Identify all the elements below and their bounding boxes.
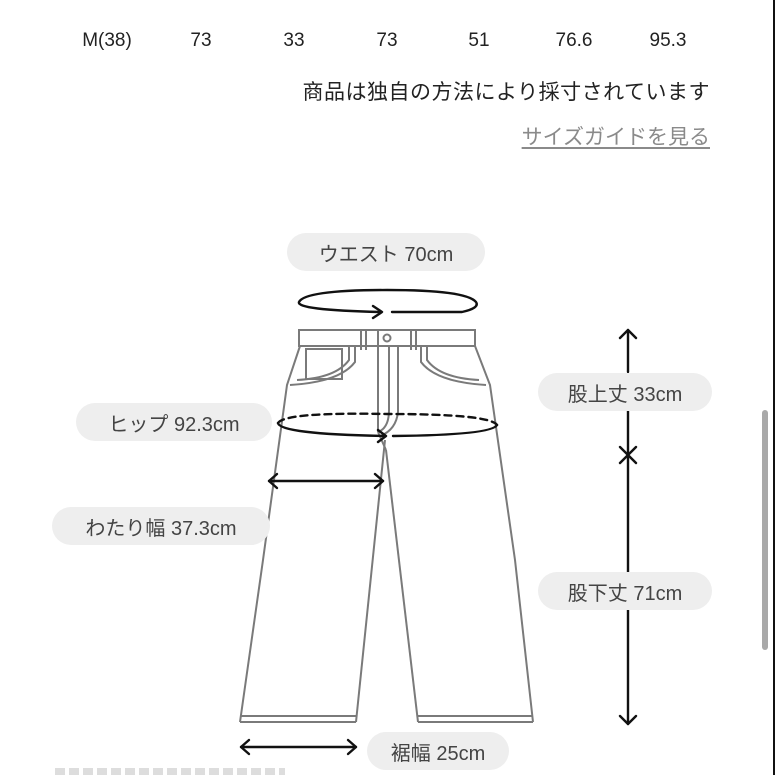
- size-cell: 73: [376, 30, 398, 51]
- vertical-scrollbar[interactable]: [762, 410, 768, 650]
- rise-arrow-icon: [618, 328, 638, 457]
- measurement-note: 商品は独自の方法により採寸されています: [302, 80, 710, 104]
- inseam-arrow-icon: [618, 453, 638, 726]
- size-cell: 76.6: [555, 30, 593, 51]
- size-cell: M(38): [82, 30, 132, 51]
- size-cell: 95.3: [649, 30, 687, 51]
- hem-width-arrow-icon: [239, 738, 358, 756]
- waist-label: ウエスト 70cm: [287, 233, 485, 271]
- hem-width-label: 裾幅 25cm: [367, 732, 509, 770]
- size-cell: 51: [468, 30, 490, 51]
- size-cell: 33: [283, 30, 305, 51]
- hip-label: ヒップ 92.3cm: [76, 403, 272, 441]
- window-edge: [773, 0, 775, 775]
- size-table-row: M(38) 73 33 73 51 76.6 95.3: [0, 30, 740, 58]
- thigh-width-label: わたり幅 37.3cm: [52, 507, 270, 545]
- thigh-width-arrow-icon: [267, 472, 385, 490]
- waist-measure-icon: [297, 288, 478, 320]
- clipped-footnote: [55, 768, 285, 775]
- inseam-label: 股下丈 71cm: [538, 572, 712, 610]
- size-guide-link[interactable]: サイズガイドを見る: [521, 125, 710, 149]
- rise-label: 股上丈 33cm: [538, 373, 712, 411]
- hip-measure-icon: [276, 412, 499, 444]
- size-cell: 73: [190, 30, 212, 51]
- jeans-outline-icon: [239, 329, 534, 723]
